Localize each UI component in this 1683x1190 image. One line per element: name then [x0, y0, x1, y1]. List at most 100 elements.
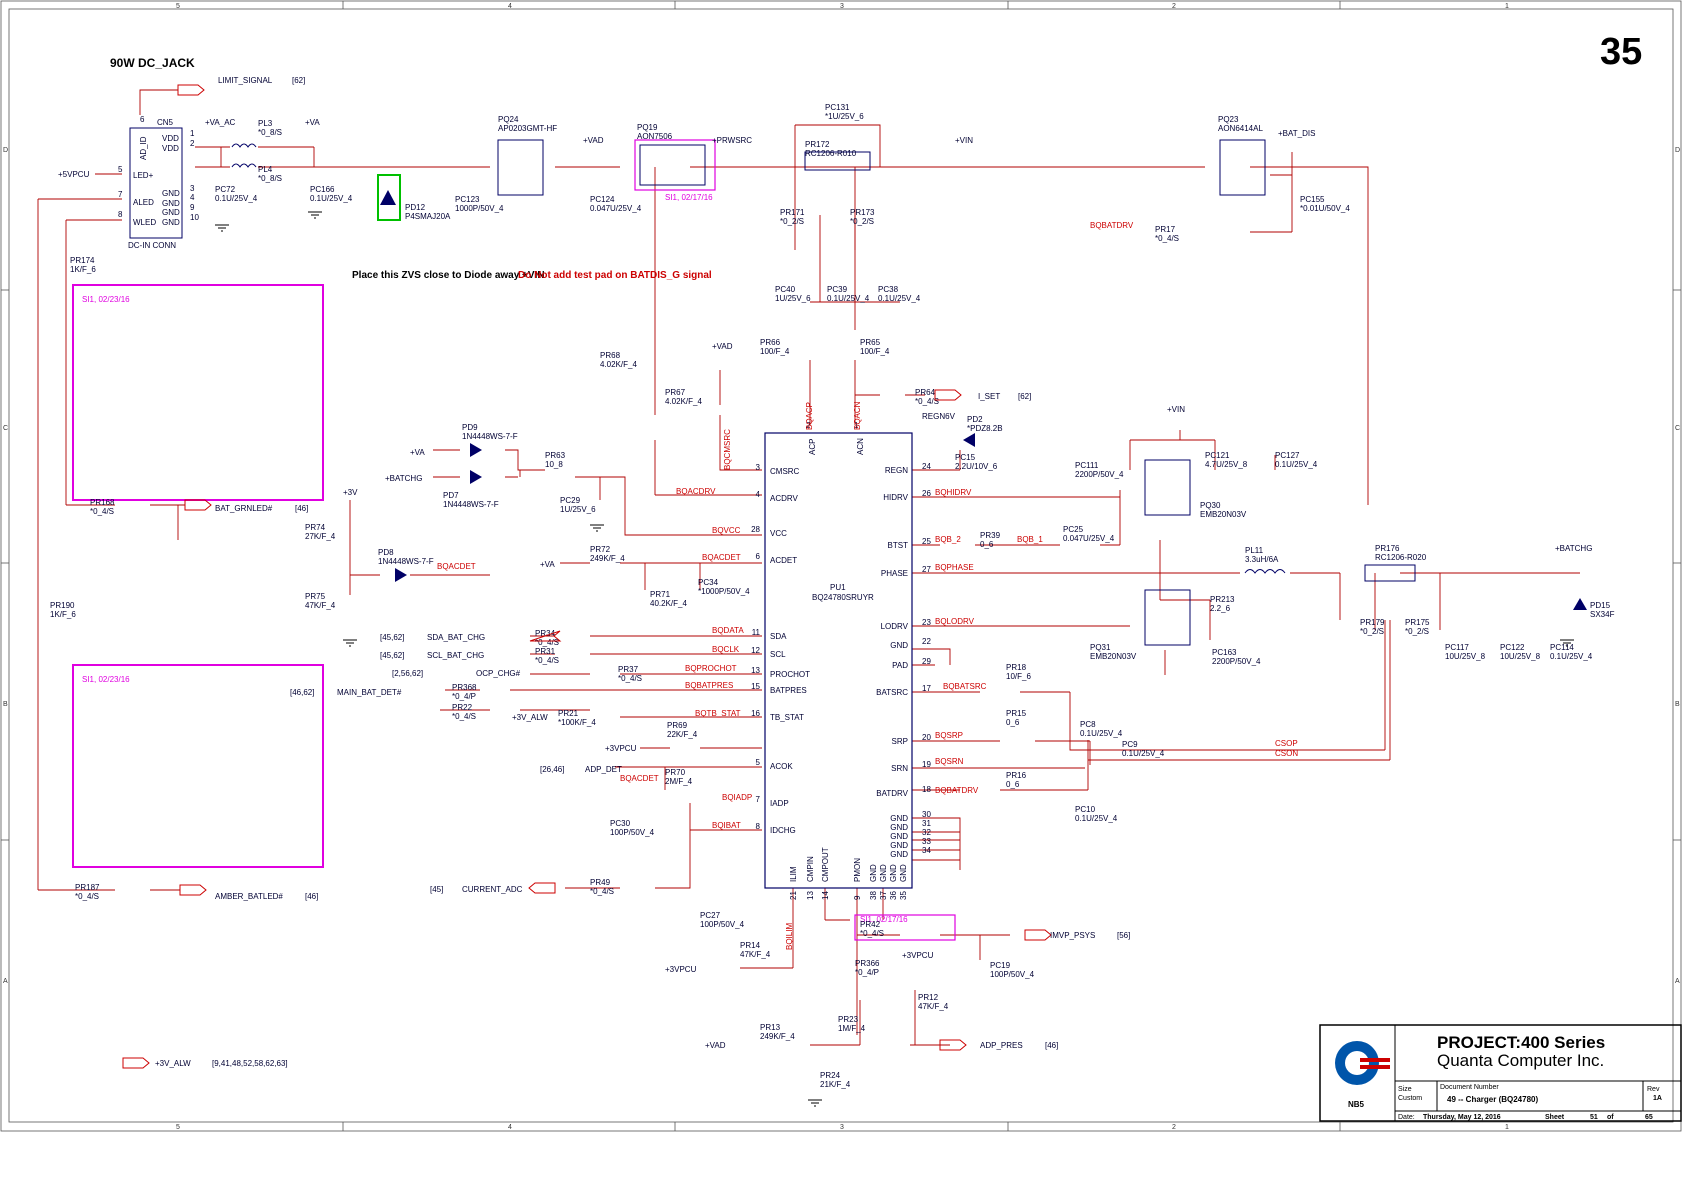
part-ref-pr172: PR172: [805, 140, 830, 149]
part-ref-pl11: PL11: [1245, 546, 1264, 555]
net-bqiadp: BQIADP: [722, 793, 752, 802]
row-label-right-D: D: [1675, 147, 1680, 154]
ic-pinnum-bottom-1: 13: [806, 891, 815, 900]
inductor-symbols: [231, 143, 1286, 574]
part-ref-pq19: PQ19: [637, 123, 658, 132]
part-ref-pr63: PR63: [545, 451, 566, 460]
part-value-pr190: 1K/F_6: [50, 610, 76, 619]
title-block: NB5 PROJECT:400 Series Quanta Computer I…: [1319, 1024, 1682, 1122]
part-ref-pc72: PC72: [215, 185, 236, 194]
part-ref-pr39: PR39: [980, 531, 1001, 540]
part-value-pr168: *0_4/S: [90, 507, 114, 516]
part-ref-pr68: PR68: [600, 351, 621, 360]
rev-label: Rev: [1647, 1086, 1660, 1093]
connector-pin-vdd-1: VDD: [162, 134, 179, 143]
row-label-left-A: A: [3, 978, 8, 985]
port-bat-grnled: BAT_GRNLED#: [215, 504, 273, 513]
net-va-2: +VA: [410, 448, 425, 457]
part-value-pr12: 47K/F_4: [918, 1002, 949, 1011]
part-value-pr173: *0_2/S: [850, 217, 874, 226]
diode-pd12: [380, 190, 396, 205]
border-labels: 5 4 3 2 1 5 4 3 2 1 D C B A D C B A: [3, 3, 1680, 1131]
port-adp-det: ADP_DET: [585, 765, 622, 774]
connector-pin-aled: ALED: [133, 198, 154, 207]
connector-pin-wled: WLED: [133, 218, 156, 227]
ic-pinnum-top-0: 2: [806, 421, 811, 430]
part-value-pc123: 1000P/50V_4: [455, 204, 504, 213]
port-adp-pres: ADP_PRES: [980, 1041, 1023, 1050]
part-ref-pq23: PQ23: [1218, 115, 1239, 124]
page-number: 35: [1600, 31, 1642, 73]
net-3v-alw: +3V_ALW: [512, 713, 548, 722]
ic-pin-right-12: GND: [890, 823, 908, 832]
port-scl-ref: [45,62]: [380, 651, 404, 660]
dc-jack-title: 90W DC_JACK: [110, 56, 195, 70]
ic-pin-left-8: TB_STAT: [770, 713, 804, 722]
ic-pinnum-right-4: 23: [922, 618, 931, 627]
part-value-pr179: *0_2/S: [1360, 627, 1384, 636]
ic-pin-right-8: SRP: [892, 737, 908, 746]
net-prwsrc: +PRWSRC: [712, 136, 752, 145]
row-label-left-B: B: [3, 701, 8, 708]
part-value-pl4: *0_8/S: [258, 174, 282, 183]
port-3v-alw: +3V_ALW: [155, 1059, 191, 1068]
revision-boxes: [72, 139, 956, 941]
ground-symbols: [215, 211, 1574, 1107]
part-value-pq19: AON7506: [637, 132, 673, 141]
ic-pinnum-left-8: 16: [751, 709, 760, 718]
part-ref-pr190: PR190: [50, 601, 75, 610]
charger-ic-pu1: PU1 BQ24780SRUYR: [764, 432, 913, 889]
connector-pinnum-1: 1: [190, 129, 195, 138]
part-value-pr17: *0_4/S: [1155, 234, 1179, 243]
part-ref-pr49: PR49: [590, 878, 611, 887]
part-ref-pl4: PL4: [258, 165, 273, 174]
part-ref-pr366: PR366: [855, 959, 880, 968]
part-value-pq23: AON6414AL: [1218, 124, 1263, 133]
connector-pin-gnd-4: GND: [162, 218, 180, 227]
part-value-pl11: 3.3uH/6A: [1245, 555, 1279, 564]
part-ref-pr175: PR175: [1405, 618, 1430, 627]
part-ref-pr24: PR24: [820, 1071, 841, 1080]
connector-pinnum-7: 7: [118, 190, 123, 199]
dc-in-connector: CN5 DC-IN CONN AD_ID VDD VDD LED+ ALED G…: [118, 115, 199, 250]
part-value-pr15: 0_6: [1006, 718, 1020, 727]
net-bqhidrv: BQHIDRV: [935, 488, 972, 497]
ic-pin-bottom-2: CMPOUT: [821, 847, 830, 882]
port-ocp-ref: [2,56,62]: [392, 669, 423, 678]
net-3vpcu-3: +3VPCU: [902, 951, 934, 960]
part-value-pr176: RC1206-R020: [1375, 553, 1427, 562]
resistor-pr172-box: [804, 151, 871, 171]
zvs-note-line1: Place this ZVS close to Diode away +VIN: [352, 270, 545, 281]
sheet-total: 65: [1645, 1114, 1653, 1121]
part-ref-pc127: PC127: [1275, 451, 1300, 460]
net-bqacdet-c: BQACDET: [620, 774, 659, 783]
mosfet-pq30: [1144, 459, 1191, 516]
port-i-set: I_SET: [978, 392, 1000, 401]
ic-pin-right-6: PAD: [892, 661, 908, 670]
part-ref-pr213: PR213: [1210, 595, 1235, 604]
net-bqdata: BQDATA: [712, 626, 744, 635]
part-ref-pc122: PC122: [1500, 643, 1525, 652]
part-ref-pd12: PD12: [405, 203, 426, 212]
port-main-bat-ref: [46,62]: [290, 688, 314, 697]
net-bqbatpres: BQBATPRES: [685, 681, 733, 690]
ic-pin-right-13: GND: [890, 832, 908, 841]
part-ref-pd2: PD2: [967, 415, 983, 424]
port-imvp-ref: [56]: [1117, 931, 1130, 940]
ic-pin-left-5: SCL: [770, 650, 786, 659]
part-ref-pc27: PC27: [700, 911, 721, 920]
port-sda: SDA_BAT_CHG: [427, 633, 485, 642]
col-label-bot-4: 4: [508, 1124, 512, 1131]
diode-pd8: [395, 568, 407, 582]
part-value-pr66: 100/F_4: [760, 347, 790, 356]
net-bqacdet-a: BQACDET: [437, 562, 476, 571]
port-sda-ref: [45,62]: [380, 633, 404, 642]
date-label: Date:: [1398, 1114, 1415, 1121]
part-value-pr37: *0_4/S: [618, 674, 642, 683]
part-value-pr21: *100K/F_4: [558, 718, 596, 727]
part-ref-pr168: PR168: [90, 498, 115, 507]
port-5vpcu: +5VPCU: [58, 170, 90, 179]
net-bat-dis: +BAT_DIS: [1278, 129, 1315, 138]
part-ref-pr16: PR16: [1006, 771, 1027, 780]
part-value-pd7: 1N4448WS-7-F: [443, 500, 499, 509]
